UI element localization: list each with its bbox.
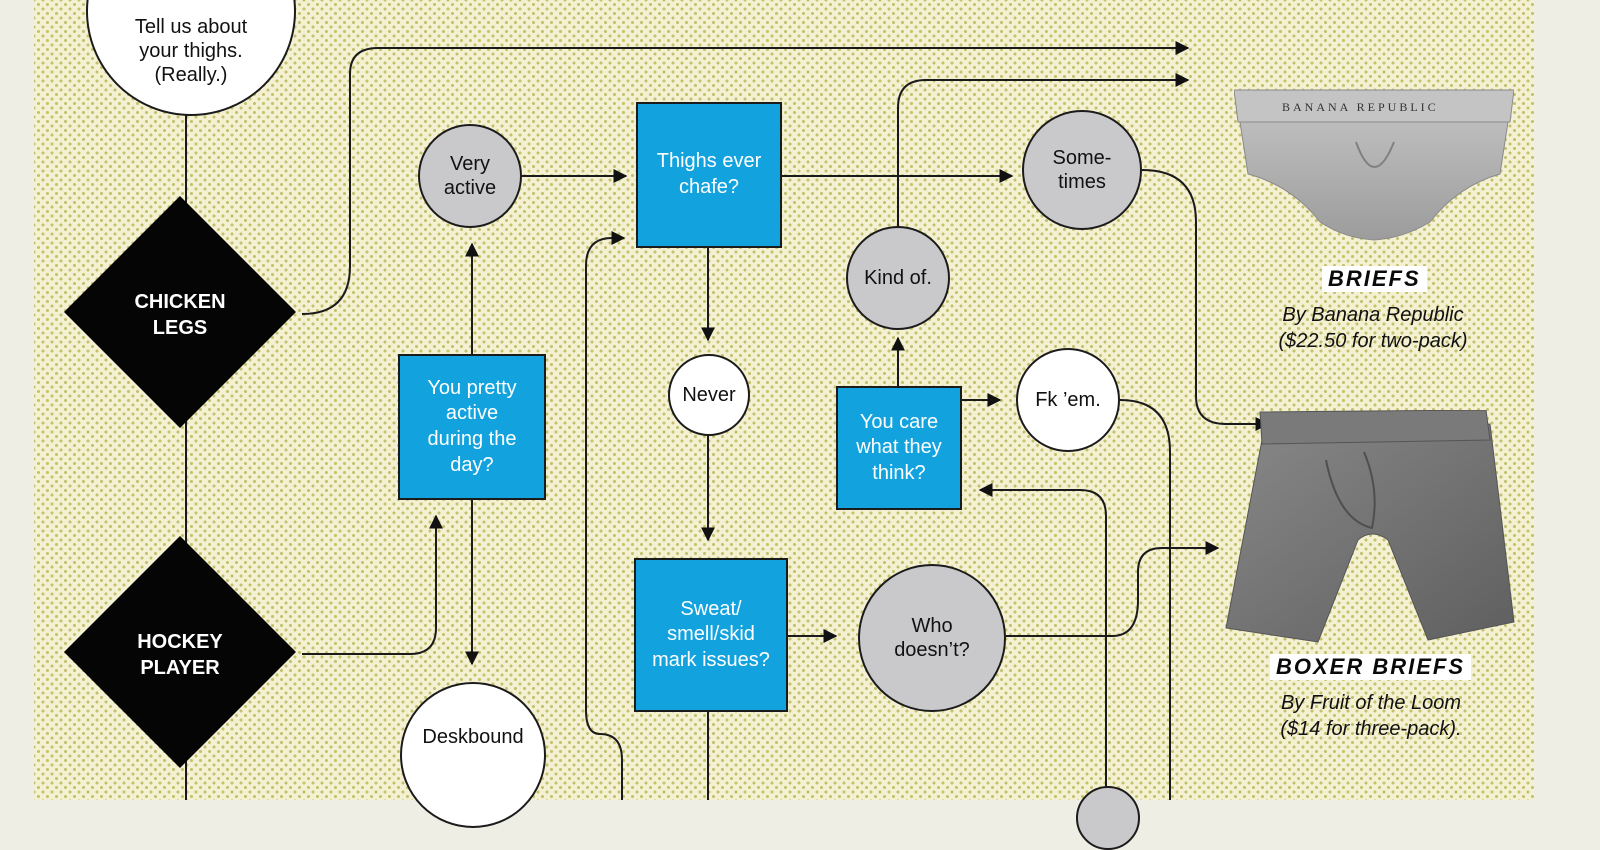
who-doesnt-node: Who doesn’t? <box>858 564 1006 712</box>
boxer-briefs-description: By Fruit of the Loom ($14 for three-pack… <box>1280 692 1462 740</box>
briefs-image <box>1234 89 1514 241</box>
deskbound-loop-arrow <box>585 231 626 800</box>
briefs-waistband-text: BANANA REPUBLIC <box>1282 100 1439 114</box>
chicken-to-briefs-arrow <box>301 41 1190 315</box>
hockey-player-label: HOCKEY PLAYER <box>137 631 223 679</box>
kind-of-node: Kind of. <box>846 226 950 330</box>
care-what-they-think-question: You care what they think? <box>836 386 962 510</box>
very-active-node: Very active <box>418 124 522 228</box>
whodoesnt-to-boxer-arrow <box>1006 541 1220 637</box>
boxer-briefs-image <box>1225 410 1515 643</box>
hockey-to-question-arrow <box>302 514 443 655</box>
connector-lines <box>185 41 1270 800</box>
bottom-partial-node <box>1076 786 1140 850</box>
deskbound-node: Deskbound <box>400 682 546 828</box>
chicken-legs-label: CHICKEN LEGS <box>134 291 226 339</box>
never-node: Never <box>668 354 750 436</box>
loop-to-care-arrow <box>978 483 1107 790</box>
sweat-smell-question: Sweat/ smell/skid mark issues? <box>634 558 788 712</box>
sometimes-node: Some- times <box>1022 110 1142 230</box>
fkem-down-line <box>1119 399 1171 800</box>
active-during-day-question: You pretty active during the day? <box>398 354 546 500</box>
sometimes-to-boxer-arrow <box>1141 169 1270 431</box>
fk-em-node: Fk ’em. <box>1016 348 1120 452</box>
boxer-briefs-title: BOXER BRIEFS <box>1270 654 1472 680</box>
briefs-description: By Banana Republic ($22.50 for two-pack) <box>1278 304 1468 352</box>
thighs-chafe-question: Thighs ever chafe? <box>636 102 782 248</box>
flowchart-canvas: Tell us about your thighs. (Really.) CHI… <box>34 0 1534 850</box>
briefs-title: BRIEFS <box>1322 266 1427 292</box>
kindof-to-briefs-arrow <box>897 73 1190 226</box>
